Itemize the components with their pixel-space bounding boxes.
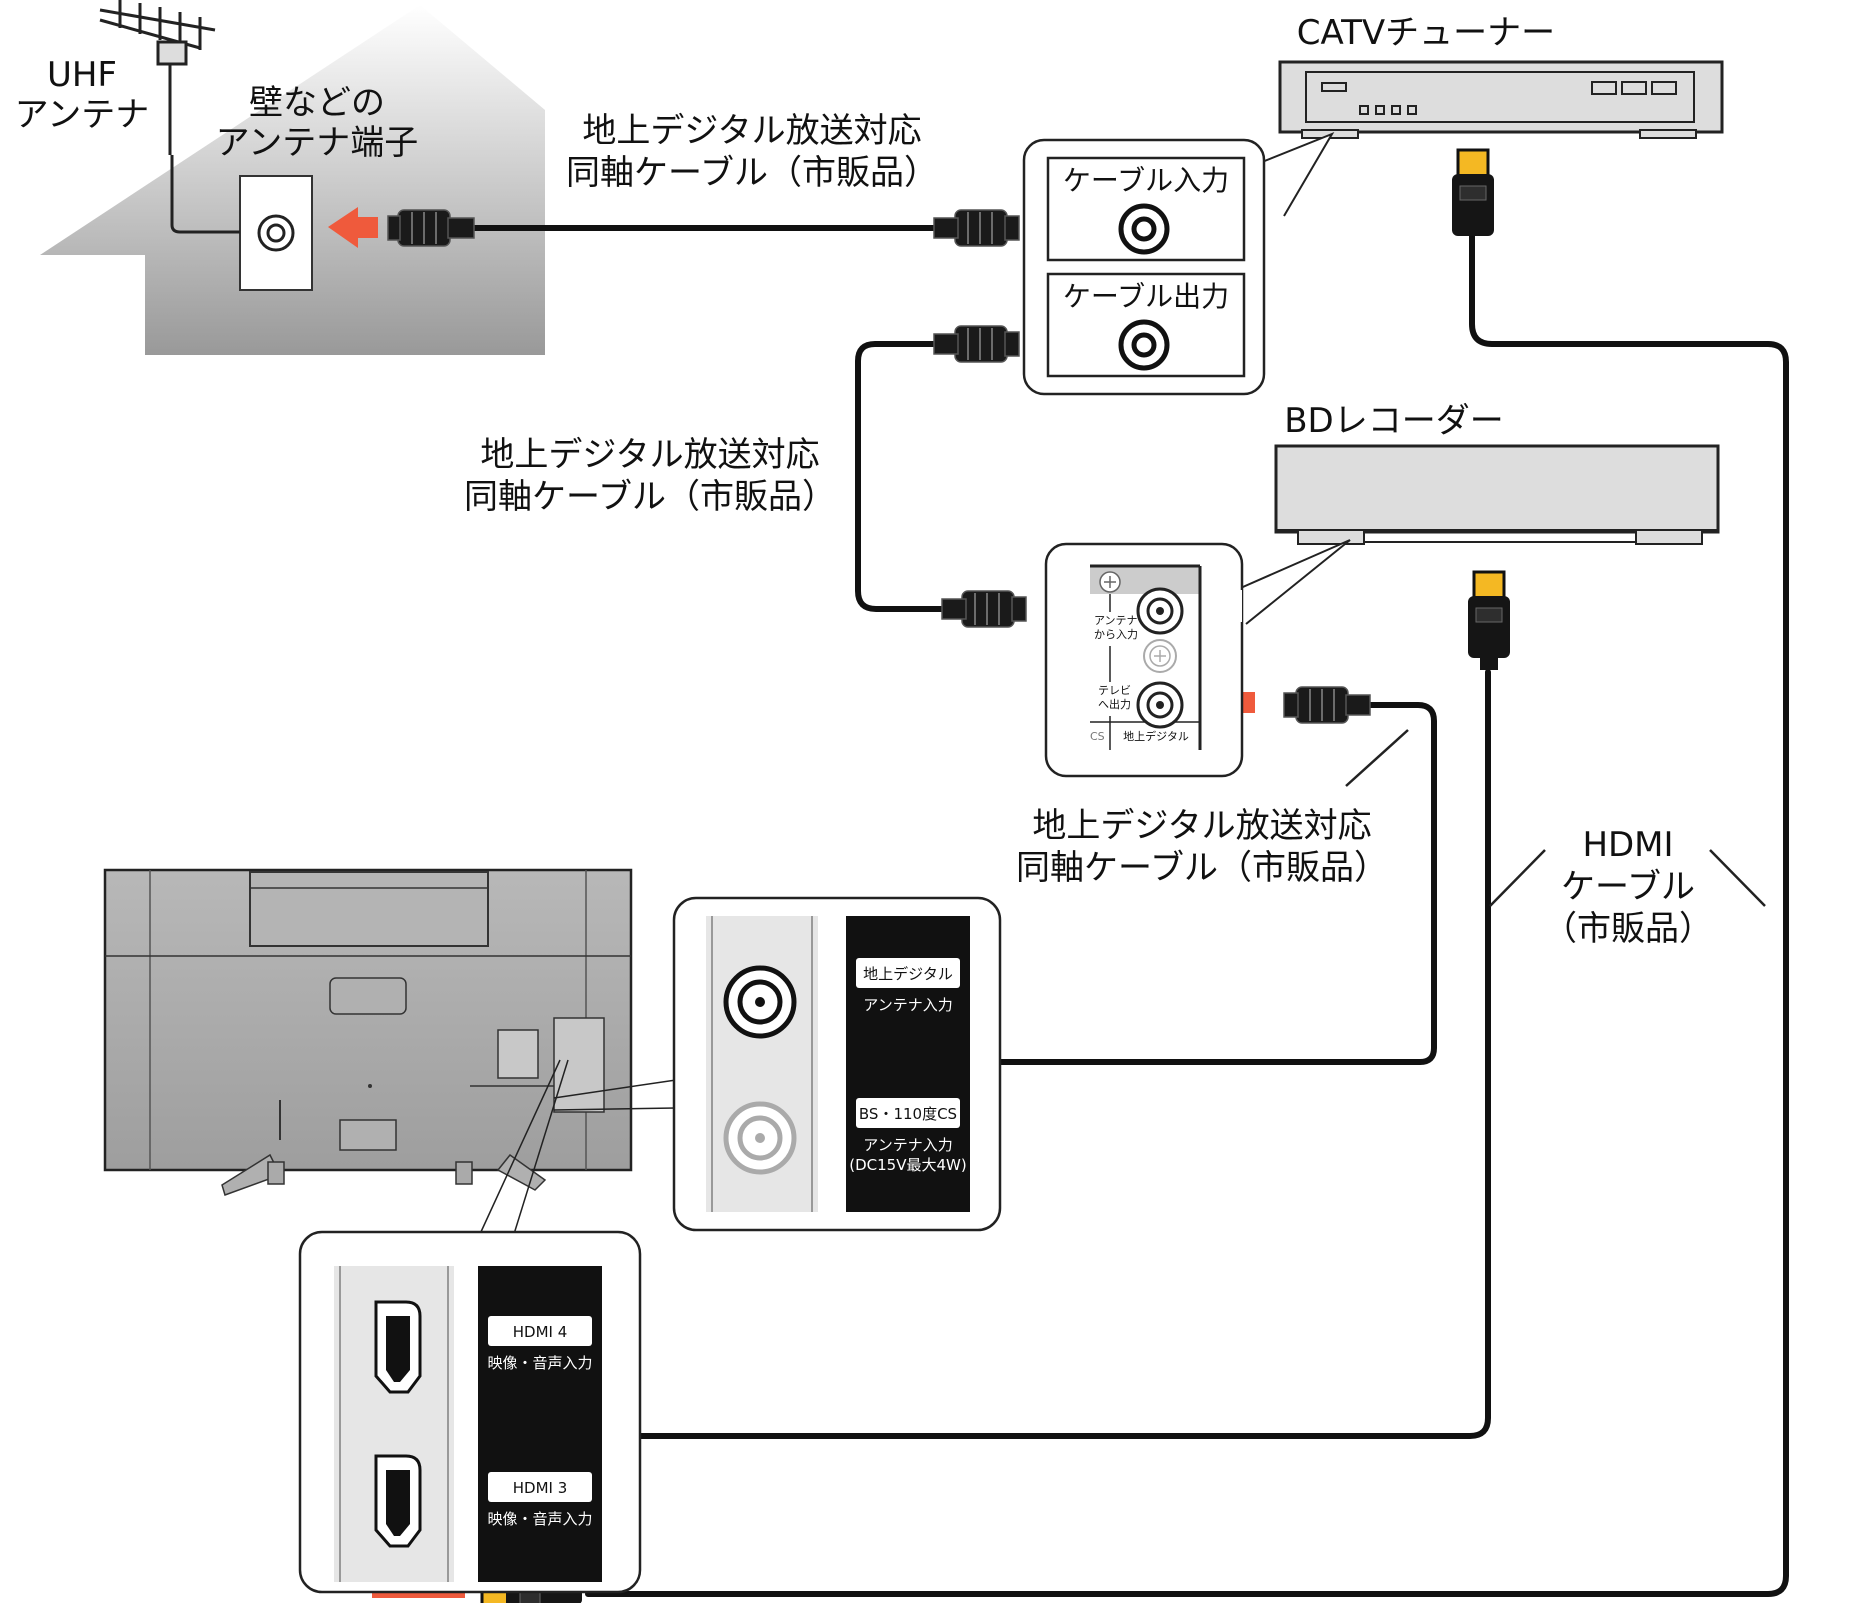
tv-rear-illustration <box>103 868 677 1235</box>
hdmi-catv-to-tv <box>585 232 1789 1597</box>
uhf-label-2: アンテナ <box>15 95 150 135</box>
coax-plug-wall <box>387 209 475 247</box>
text-labels: UHF アンテナ 壁などの アンテナ端子 地上デジタル放送対応 同軸ケーブル（市… <box>15 13 1713 1528</box>
bd-tv-out-label-2: へ出力 <box>1098 697 1131 711</box>
tv-terrestrial-sub: アンテナ入力 <box>863 996 952 1014</box>
coax-plug-catv-in <box>933 209 1020 247</box>
tv-bs-badge: BS・110度CS <box>859 1105 957 1123</box>
bd-tv-out-label-1: テレビ <box>1098 684 1131 697</box>
coax-plug-catv-out <box>933 325 1020 363</box>
hdmi-cable-label-1: HDMI <box>1582 825 1673 865</box>
hdmi-plug-catv <box>1452 148 1494 236</box>
house-wall-illustration <box>40 5 545 355</box>
bd-terrestrial-label: 地上デジタル <box>1123 729 1189 743</box>
coax-cable-3-label-2: 同軸ケーブル（市販品） <box>1016 848 1388 888</box>
tv-bs-power: (DC15V最大4W) <box>849 1156 966 1174</box>
hdmi3-badge: HDMI 3 <box>513 1479 568 1497</box>
coax-cable-2-label-1: 地上デジタル放送対応 <box>480 435 819 475</box>
coax-plug-bd-in <box>941 590 1027 628</box>
coax-plug-bd-out <box>1283 686 1371 724</box>
bd-rear-panel-callout <box>1044 539 1351 778</box>
bd-antenna-in-label-1: アンテナ <box>1094 614 1138 627</box>
coax-cable-1-label-1: 地上デジタル放送対応 <box>582 111 921 151</box>
bd-recorder-device <box>1274 444 1720 545</box>
hdmi4-sub: 映像・音声入力 <box>487 1354 592 1372</box>
wall-terminal-label-2: アンテナ端子 <box>216 123 419 163</box>
catv-cable-in-label: ケーブル入力 <box>1063 164 1229 197</box>
cables <box>467 225 1789 1597</box>
coax-cable-3-label-1: 地上デジタル放送対応 <box>1032 806 1371 846</box>
hdmi4-port-icon <box>374 1300 422 1394</box>
coax-bd-to-tv <box>917 702 1437 1065</box>
hdmi3-sub: 映像・音声入力 <box>487 1510 592 1528</box>
tv-hdmi-panel-callout <box>298 1230 642 1594</box>
arrow-to-wall <box>328 207 378 248</box>
bd-cs-fragment: CS <box>1090 730 1105 743</box>
tv-antenna-panel-callout <box>672 896 1002 1232</box>
wall-terminal-label-1: 壁などの <box>249 83 385 123</box>
coax-cable-2-label-2: 同軸ケーブル（市販品） <box>464 477 836 517</box>
bd-antenna-in-label-2: から入力 <box>1094 628 1138 641</box>
catv-cable-out-label: ケーブル出力 <box>1063 280 1229 313</box>
uhf-antenna-icon <box>99 0 240 234</box>
coax-cable-1-label-2: 同軸ケーブル（市販品） <box>566 153 938 193</box>
hdmi-cable-label-2: ケーブル <box>1561 867 1695 907</box>
catv-rear-panel-callout <box>1022 131 1335 396</box>
uhf-label-1: UHF <box>47 55 117 95</box>
hdmi3-port-icon <box>374 1454 422 1548</box>
catv-tuner-label: CATVチューナー <box>1297 13 1555 53</box>
hdmi-cable-label-3: （市販品） <box>1543 909 1713 949</box>
catv-tuner-device <box>1278 60 1724 139</box>
bd-recorder-label: BDレコーダー <box>1284 401 1504 441</box>
coax-catv-to-bd <box>855 341 965 612</box>
hdmi-plug-bd <box>1468 570 1510 670</box>
hdmi-bd-to-tv <box>585 669 1491 1439</box>
hdmi4-badge: HDMI 4 <box>513 1323 568 1341</box>
tv-terrestrial-badge: 地上デジタル <box>863 965 953 983</box>
tv-bs-sub: アンテナ入力 <box>863 1136 952 1154</box>
